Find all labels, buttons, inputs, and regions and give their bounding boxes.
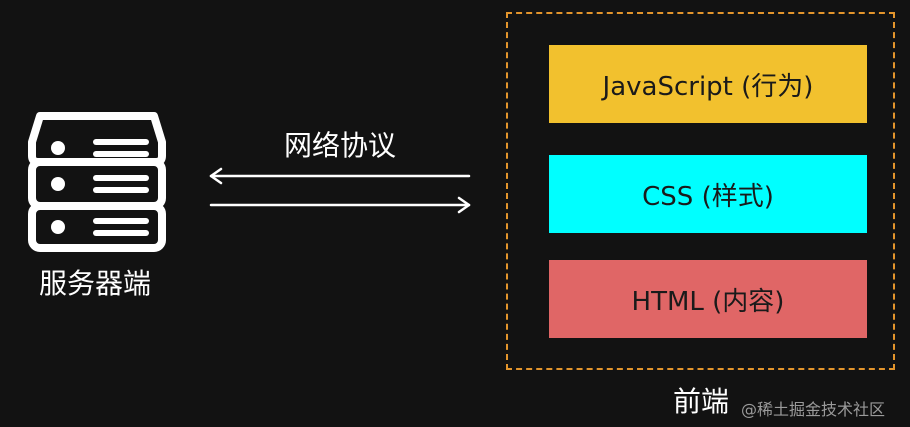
protocol-label: 网络协议	[283, 129, 396, 162]
css-layer: CSS (样式)	[549, 155, 867, 233]
frontend-frame	[506, 12, 895, 370]
javascript-layer-label: JavaScript (行为)	[602, 71, 814, 102]
server-stack-icon	[28, 112, 166, 252]
watermark: @稀土掘金技术社区	[741, 400, 886, 419]
html-layer: HTML (内容)	[549, 260, 867, 338]
right-arrow	[209, 196, 471, 214]
bidirectional-arrows-icon	[209, 167, 471, 214]
html-layer-label: HTML (内容)	[631, 286, 785, 317]
left-arrow	[209, 167, 471, 185]
frontend-label: 前端	[673, 385, 730, 418]
server-label: 服务器端	[38, 267, 151, 300]
css-layer-label: CSS (样式)	[642, 181, 774, 212]
javascript-layer: JavaScript (行为)	[549, 45, 867, 123]
